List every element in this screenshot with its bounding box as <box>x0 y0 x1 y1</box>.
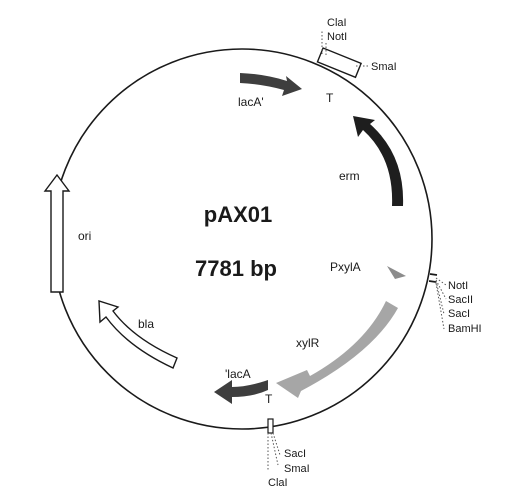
site-right-noti: NotI <box>448 280 468 292</box>
site-bottom-saci: SacI <box>284 448 306 460</box>
site-bottom-smai: SmaI <box>284 463 310 475</box>
bla-arrow <box>98 300 178 369</box>
xylR-arrow <box>276 301 398 398</box>
leader-bottom-sites <box>267 432 281 470</box>
site-right-bamhi: BamHI <box>448 323 482 335</box>
site-right-saci: SacI <box>448 308 470 320</box>
erm-arrow <box>353 116 404 206</box>
label-terminator-top: T <box>326 91 334 105</box>
site-top-clai: ClaI <box>327 17 347 29</box>
right-site-ticks <box>428 273 438 283</box>
label-terminator-bottom: T <box>265 392 273 406</box>
pxylA-arrow <box>387 266 406 279</box>
label-erm: erm <box>339 169 360 183</box>
plasmid-size: 7781 bp <box>195 256 277 281</box>
label-pxylA: PxylA <box>330 260 361 274</box>
label-ori: ori <box>78 229 91 243</box>
terminator-box-top <box>316 47 363 79</box>
label-lacA-prime: lacA' <box>238 95 264 109</box>
leader-top-sites <box>321 30 327 55</box>
site-top-noti: NotI <box>327 31 347 43</box>
label-bla: bla <box>138 317 154 331</box>
site-right-sacii: SacII <box>448 294 473 306</box>
leader-right-sites <box>435 277 447 330</box>
prime-lacA-arrow <box>214 380 268 404</box>
ori-arrow <box>43 173 71 293</box>
terminator-box-bottom <box>267 418 274 434</box>
lacA-prime-arrow <box>240 73 302 96</box>
label-xylR: xylR <box>296 336 320 350</box>
site-top-smai: SmaI <box>371 61 397 73</box>
plasmid-name: pAX01 <box>204 202 272 227</box>
site-bottom-clai: ClaI <box>268 477 288 489</box>
label-prime-lacA: 'lacA <box>225 367 251 381</box>
